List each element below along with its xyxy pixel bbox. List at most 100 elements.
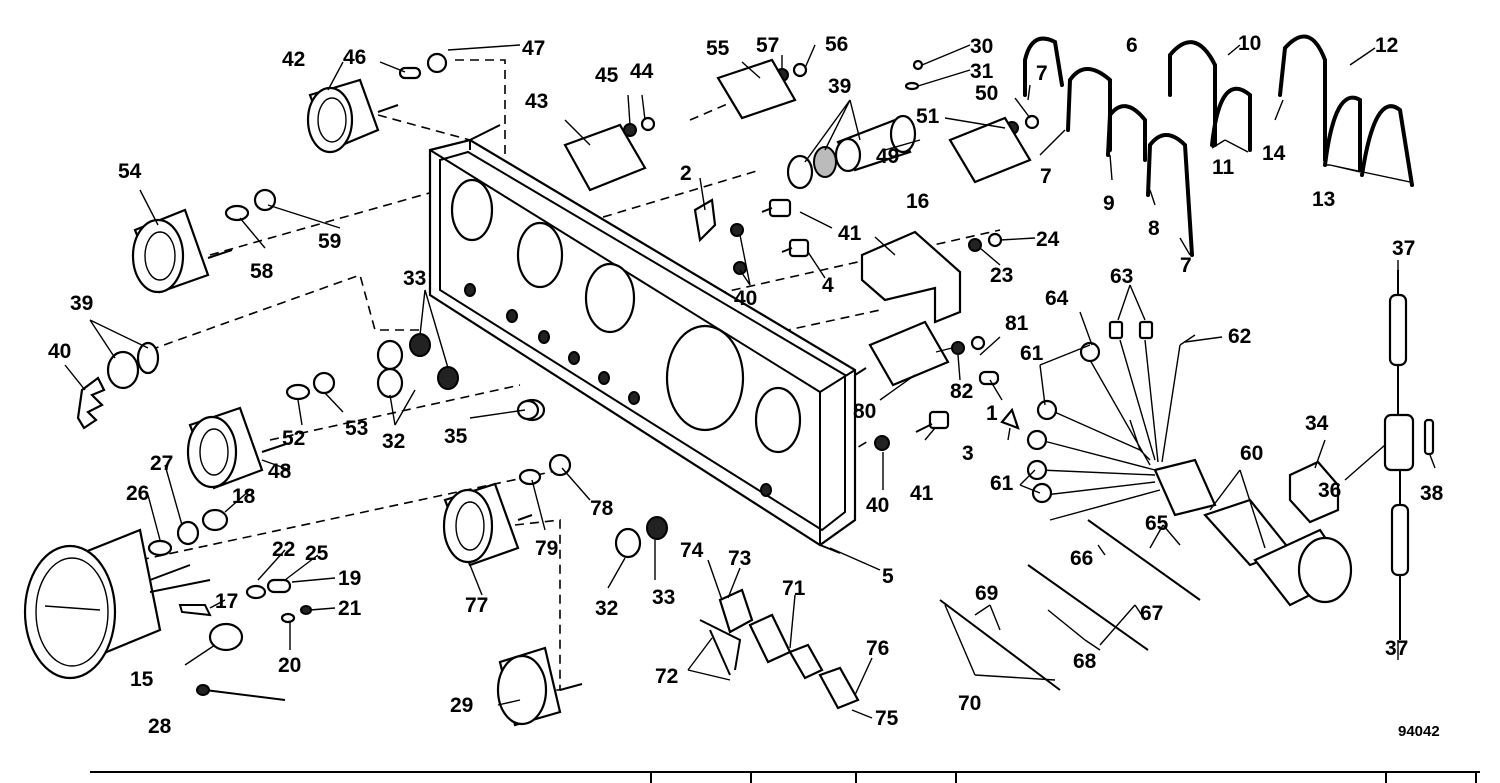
label-70: 70 bbox=[958, 692, 981, 715]
label-58: 58 bbox=[250, 260, 274, 283]
label-10: 10 bbox=[1238, 32, 1261, 55]
table-cell-divider bbox=[750, 773, 752, 783]
label-27: 27 bbox=[150, 452, 173, 475]
label-3: 3 bbox=[962, 442, 974, 465]
table-cell-divider bbox=[1475, 773, 1477, 783]
label-46: 46 bbox=[343, 46, 366, 69]
label-56: 56 bbox=[825, 33, 848, 56]
label-32b: 32 bbox=[595, 597, 618, 620]
label-6: 6 bbox=[1126, 34, 1138, 57]
label-30: 30 bbox=[970, 35, 993, 58]
loose-leads bbox=[939, 519, 1201, 691]
label-53: 53 bbox=[345, 417, 368, 440]
label-66: 66 bbox=[1070, 547, 1093, 570]
misc-hardware bbox=[178, 578, 312, 701]
label-28: 28 bbox=[148, 715, 172, 738]
label-19: 19 bbox=[338, 567, 361, 590]
label-37a: 37 bbox=[1392, 237, 1415, 260]
table-cell-divider bbox=[650, 773, 652, 783]
label-40a: 40 bbox=[48, 340, 71, 363]
sender-cable bbox=[699, 588, 860, 710]
gauge-48 bbox=[186, 406, 287, 490]
label-2: 2 bbox=[680, 162, 692, 185]
gauge-29 bbox=[496, 646, 583, 727]
label-42: 42 bbox=[282, 48, 305, 71]
label-29: 29 bbox=[450, 694, 473, 717]
label-4: 4 bbox=[822, 274, 834, 297]
label-59: 59 bbox=[318, 230, 341, 253]
label-49: 49 bbox=[876, 145, 899, 168]
label-23: 23 bbox=[990, 264, 1013, 287]
label-14: 14 bbox=[1262, 142, 1286, 165]
table-cell-divider bbox=[1385, 773, 1387, 783]
label-57: 57 bbox=[756, 34, 779, 57]
label-25: 25 bbox=[305, 542, 329, 565]
gauge-large bbox=[23, 528, 211, 680]
table-cell-divider bbox=[855, 773, 857, 783]
label-36: 36 bbox=[1318, 479, 1341, 502]
label-26: 26 bbox=[126, 482, 149, 505]
label-74: 74 bbox=[680, 539, 704, 562]
label-82: 82 bbox=[950, 380, 973, 403]
label-60: 60 bbox=[1240, 442, 1263, 465]
label-64: 64 bbox=[1045, 287, 1069, 310]
leader-lines bbox=[64, 44, 1436, 719]
label-7b: 7 bbox=[1040, 165, 1052, 188]
label-41a: 41 bbox=[838, 222, 862, 245]
small-parts bbox=[76, 52, 1040, 559]
label-7c: 7 bbox=[1180, 254, 1192, 277]
label-17: 17 bbox=[215, 590, 238, 613]
gauge-77 bbox=[442, 482, 533, 567]
label-22: 22 bbox=[272, 538, 295, 561]
label-61b: 61 bbox=[990, 472, 1014, 495]
label-50: 50 bbox=[975, 82, 998, 105]
label-51: 51 bbox=[916, 105, 940, 128]
label-15: 15 bbox=[130, 668, 154, 691]
label-1: 1 bbox=[986, 402, 998, 425]
label-13: 13 bbox=[1312, 188, 1335, 211]
label-44: 44 bbox=[630, 60, 654, 83]
label-40b: 40 bbox=[734, 287, 757, 310]
label-33a: 33 bbox=[403, 267, 426, 290]
label-5: 5 bbox=[882, 565, 894, 588]
label-61a: 61 bbox=[1020, 342, 1044, 365]
label-43: 43 bbox=[525, 90, 548, 113]
label-80: 80 bbox=[853, 400, 876, 423]
gauge-42 bbox=[306, 78, 399, 154]
label-71: 71 bbox=[782, 577, 806, 600]
label-45: 45 bbox=[595, 64, 619, 87]
label-76: 76 bbox=[866, 637, 889, 660]
table-cell-divider bbox=[955, 773, 957, 783]
label-20: 20 bbox=[278, 654, 301, 677]
panel-housing bbox=[428, 124, 867, 554]
brackets bbox=[563, 58, 1032, 387]
label-68: 68 bbox=[1073, 650, 1097, 673]
part-labels: 1 2 3 4 5 6 7 7 7 37 8 9 10 11 12 13 14 … bbox=[48, 32, 1444, 740]
label-79: 79 bbox=[535, 537, 558, 560]
label-69: 69 bbox=[975, 582, 998, 605]
label-38: 38 bbox=[1420, 482, 1444, 505]
label-8: 8 bbox=[1148, 217, 1160, 240]
label-77: 77 bbox=[465, 594, 488, 617]
label-73: 73 bbox=[728, 547, 751, 570]
label-39a: 39 bbox=[70, 292, 93, 315]
label-16: 16 bbox=[906, 190, 929, 213]
label-75: 75 bbox=[875, 707, 899, 730]
label-7a: 7 bbox=[1036, 62, 1048, 85]
label-18: 18 bbox=[232, 485, 256, 508]
label-78: 78 bbox=[590, 497, 614, 520]
label-39b: 39 bbox=[828, 75, 851, 98]
fuse-holder bbox=[1288, 270, 1435, 640]
label-48: 48 bbox=[268, 460, 292, 483]
figure-code: 94042 bbox=[1398, 723, 1440, 740]
wire-loops bbox=[1023, 34, 1414, 257]
gauge-54 bbox=[131, 208, 233, 294]
label-32a: 32 bbox=[382, 430, 405, 453]
label-55: 55 bbox=[706, 37, 730, 60]
label-52: 52 bbox=[282, 427, 305, 450]
label-65: 65 bbox=[1145, 512, 1169, 535]
label-67: 67 bbox=[1140, 602, 1163, 625]
label-37b: 37 bbox=[1385, 637, 1408, 660]
label-35: 35 bbox=[444, 425, 468, 448]
